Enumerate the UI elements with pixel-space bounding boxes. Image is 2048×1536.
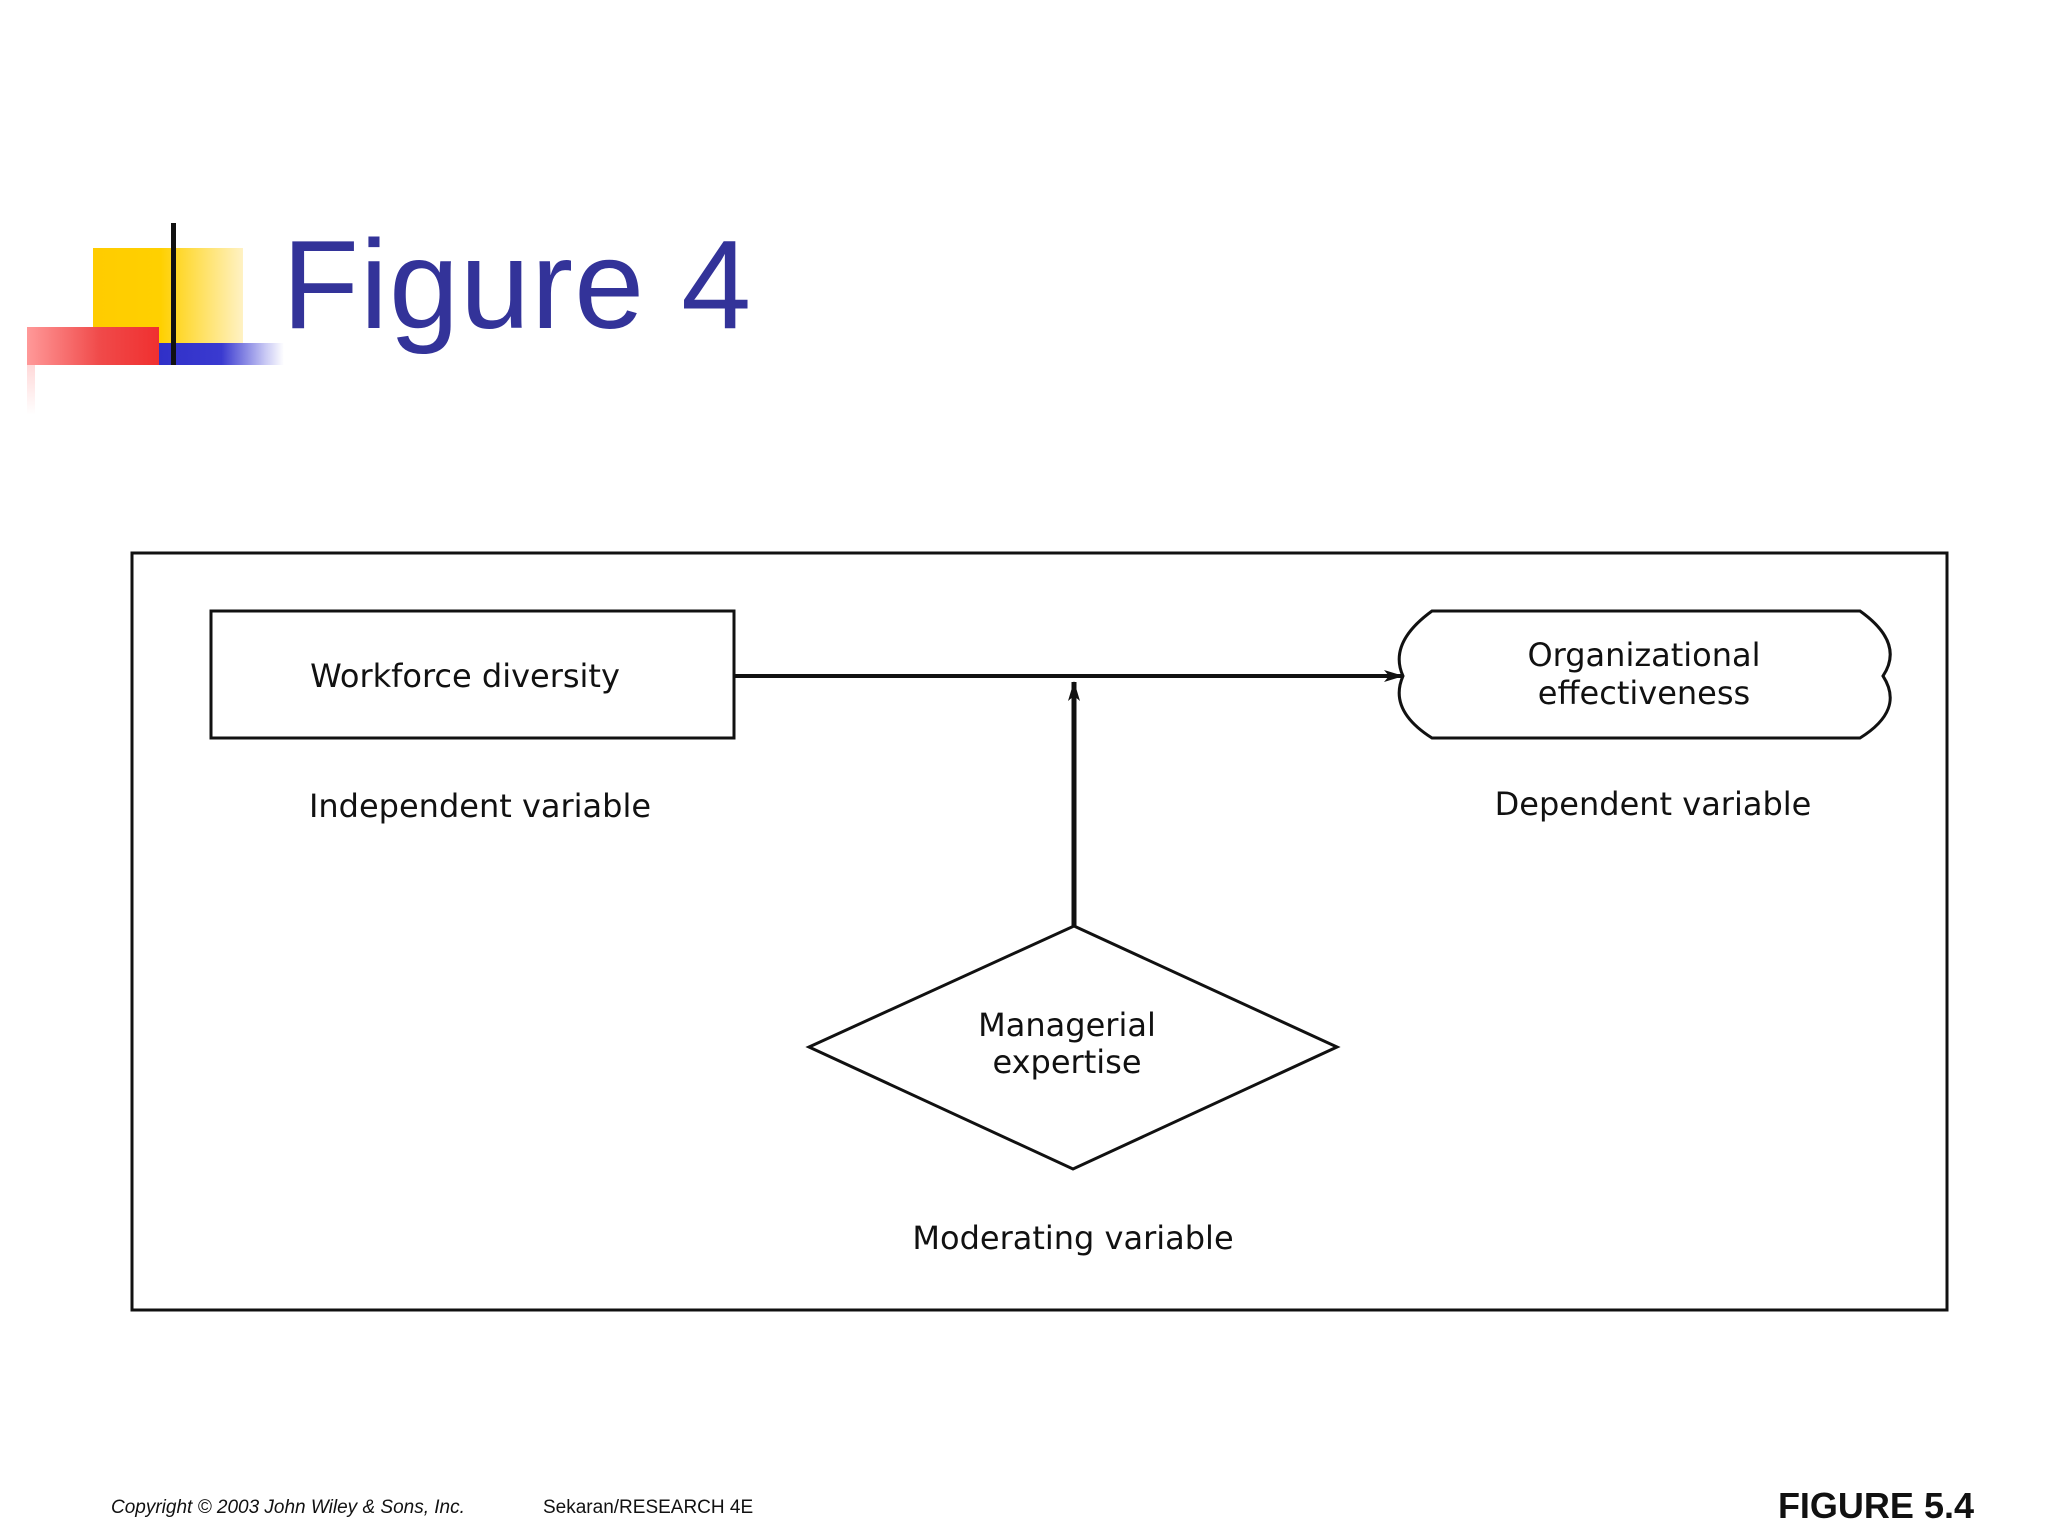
independent-variable-box-label: Workforce diversity: [310, 657, 620, 695]
dependent-variable-box-line1: Organizational: [1527, 636, 1760, 674]
footer-copyright: Copyright © 2003 John Wiley & Sons, Inc.: [111, 1497, 465, 1518]
footer-figure-label: FIGURE 5.4: [1777, 1485, 1974, 1526]
footer-source: Sekaran/RESEARCH 4E: [543, 1497, 754, 1518]
diagram-frame: [130, 551, 1949, 1312]
title-accent-blue-block: [159, 343, 284, 365]
title-accent-red-block: [27, 327, 159, 365]
title-accent-red-fade: [27, 365, 35, 415]
moderating-variable-diamond: [805, 924, 1341, 1171]
dependent-variable-box-line2: effectiveness: [1538, 674, 1750, 712]
moderating-variable-caption: Moderating variable: [912, 1219, 1233, 1257]
independent-variable-caption: Independent variable: [309, 787, 651, 825]
dependent-variable-box: [1397, 609, 1892, 740]
title-accent-vertical-line: [171, 223, 176, 365]
moderating-variable-box-line1: Managerial: [978, 1006, 1156, 1044]
slide-title: Figure 4: [282, 214, 753, 355]
independent-variable-box: [209, 609, 736, 740]
moderating-variable-box-line2: expertise: [992, 1043, 1141, 1081]
dependent-variable-caption: Dependent variable: [1495, 785, 1812, 823]
